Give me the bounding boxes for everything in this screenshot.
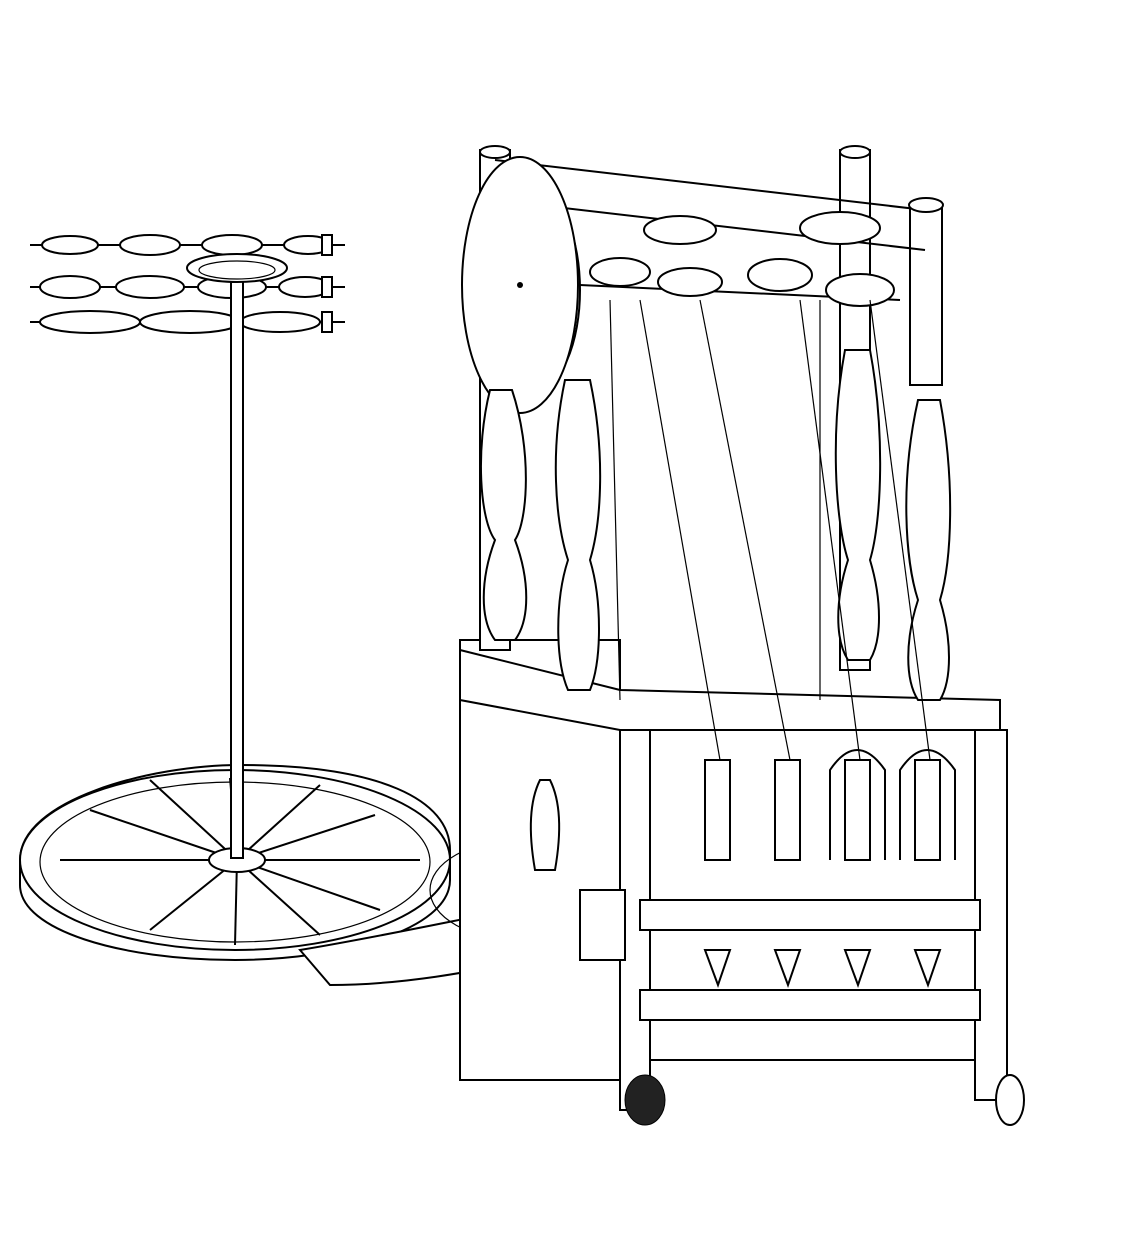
roller-2 <box>30 275 345 299</box>
spindle <box>899 749 956 988</box>
spindle <box>773 759 802 988</box>
pulley-box <box>579 889 626 961</box>
threads <box>609 299 931 761</box>
crown-gear <box>186 253 288 283</box>
wheel-spokes <box>60 777 420 946</box>
spindles <box>703 749 956 988</box>
frame-foot <box>995 1074 1025 1126</box>
vertical-shaft <box>186 253 288 859</box>
turned-columns <box>479 349 952 871</box>
gear-disc <box>461 156 581 414</box>
frame-foot <box>624 1074 666 1126</box>
roller-3 <box>30 310 345 334</box>
roller-1 <box>30 234 345 256</box>
roller-set <box>30 234 345 334</box>
spindle <box>829 749 886 988</box>
drafting-rollers <box>579 211 901 307</box>
spindle <box>703 759 732 988</box>
